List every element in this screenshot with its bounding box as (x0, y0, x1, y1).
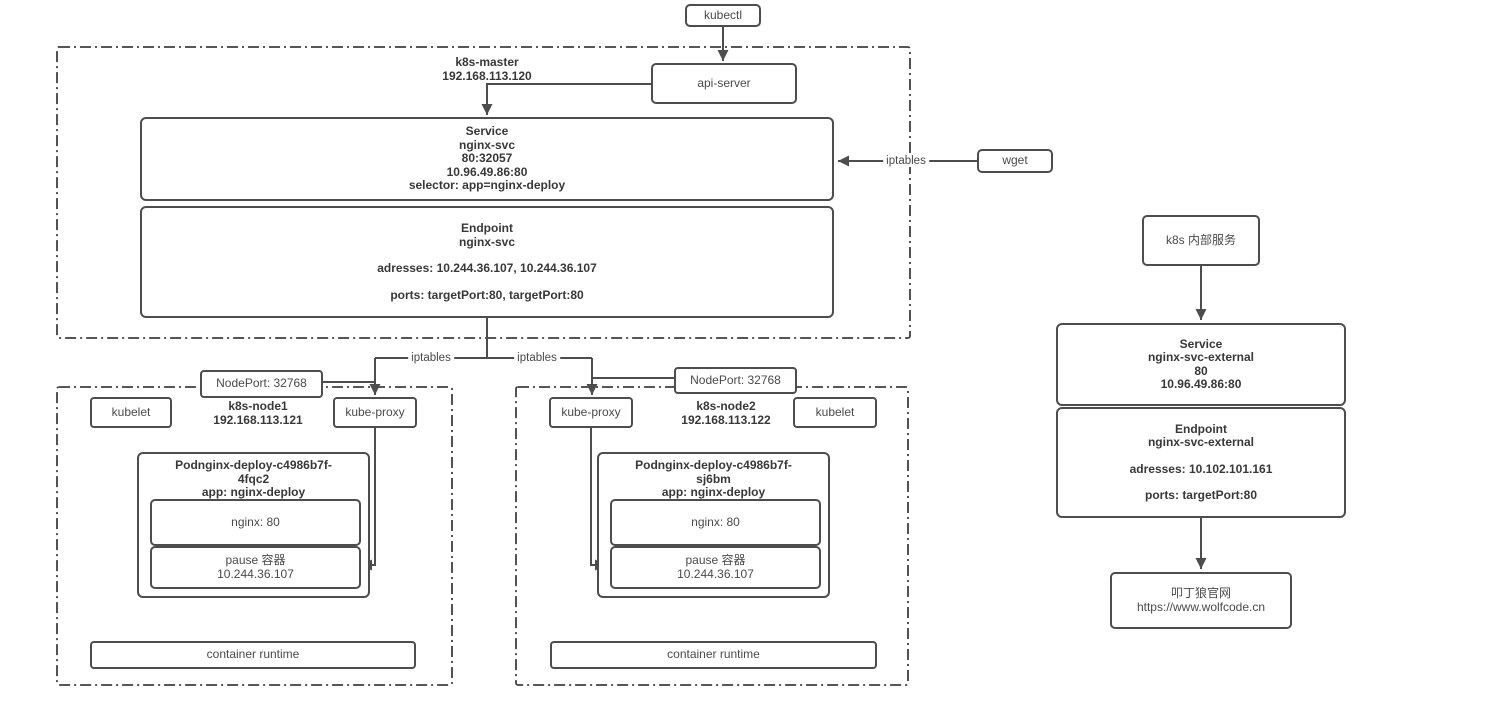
ext-endpoint-ports: ports: targetPort:80 (1144, 488, 1257, 502)
master-container-border (56, 46, 911, 339)
service-title: Service (465, 124, 509, 139)
website-name: 叩丁狼官网 (1170, 586, 1231, 600)
website-box: 叩丁狼官网 https://www.wolfcode.cn (1110, 572, 1292, 629)
internal-service-box: k8s 内部服务 (1142, 215, 1260, 266)
node2-nginx-label: nginx: 80 (691, 514, 740, 529)
master-title: k8s-master 192.168.113.120 (407, 55, 567, 83)
node2-kubelet-box: kubelet (793, 397, 877, 428)
endpoint-addresses: adresses: 10.244.36.107, 10.244.36.107 (377, 261, 597, 275)
node1-name: k8s-node1 (228, 399, 288, 413)
node2-kubelet-label: kubelet (815, 404, 855, 419)
node1-pod-title-line1: Podnginx-deploy-c4986b7f- (175, 458, 332, 472)
ext-endpoint-addresses: adresses: 10.102.101.161 (1129, 461, 1273, 476)
node2-pause-title: pause 容器 (685, 553, 746, 567)
ext-endpoint-name: nginx-svc-external (1147, 435, 1255, 449)
ext-service-name: nginx-svc-external (1147, 350, 1255, 364)
master-service-box: Service nginx-svc 80:32057 10.96.49.86:8… (140, 117, 834, 201)
node1-kube-proxy-box: kube-proxy (333, 397, 417, 428)
endpoint-name: nginx-svc (458, 234, 515, 249)
node2-nginx-container-box: nginx: 80 (610, 499, 821, 546)
iptables-label-right: iptables (514, 352, 560, 364)
node1-pause-title: pause 容器 (225, 553, 286, 567)
node1-pause-container-box: pause 容器 10.244.36.107 (150, 546, 361, 589)
edge-apiserver-service (481, 83, 651, 115)
node2-pause-container-box: pause 容器 10.244.36.107 (610, 546, 821, 589)
node1-nginx-label: nginx: 80 (231, 514, 280, 529)
service-cluster-ip: 10.96.49.86:80 (446, 164, 528, 179)
nodeport2-box: NodePort: 32768 (674, 367, 797, 394)
api-server-box: api-server (651, 63, 797, 104)
node2-title: k8s-node2 192.168.113.122 (646, 399, 806, 427)
node1-ip: 192.168.113.121 (213, 412, 303, 427)
ext-endpoint-title: Endpoint (1175, 421, 1227, 436)
external-endpoint-box: Endpoint nginx-svc-external adresses: 10… (1056, 407, 1346, 518)
node2-kube-proxy-box: kube-proxy (549, 397, 633, 428)
internal-service-label: k8s 内部服务 (1165, 232, 1236, 247)
iptables-label-left: iptables (408, 352, 454, 364)
node1-kube-proxy-label: kube-proxy (345, 404, 405, 419)
endpoint-ports: ports: targetPort:80, targetPort:80 (390, 287, 584, 302)
ext-service-cluster-ip: 10.96.49.86:80 (1160, 377, 1242, 391)
node2-pod-box: Podnginx-deploy-c4986b7f- sj6bm app: ngi… (597, 452, 830, 598)
node2-ip: 192.168.113.122 (681, 412, 771, 427)
node1-title: k8s-node1 192.168.113.121 (178, 399, 338, 427)
node2-name: k8s-node2 (696, 399, 756, 413)
ext-service-port: 80 (1194, 363, 1208, 378)
website-url: https://www.wolfcode.cn (1136, 599, 1266, 614)
nodeport1-label: NodePort: 32768 (216, 376, 307, 391)
master-endpoint-box: Endpoint nginx-svc adresses: 10.244.36.1… (140, 206, 834, 318)
node2-container-runtime-box: container runtime (550, 641, 877, 669)
node1-nginx-container-box: nginx: 80 (150, 499, 361, 546)
node1-kubelet-box: kubelet (90, 397, 172, 428)
ext-service-title: Service (1179, 336, 1223, 351)
node1-pod-app: app: nginx-deploy (201, 485, 306, 499)
endpoint-title: Endpoint (461, 221, 513, 235)
node1-kubelet-label: kubelet (111, 404, 151, 419)
node1-pod-box: Podnginx-deploy-c4986b7f- 4fqc2 app: ngi… (137, 452, 370, 598)
service-selector: selector: app=nginx-deploy (408, 178, 566, 193)
wget-box: wget (977, 149, 1053, 173)
service-ports: 80:32057 (461, 151, 513, 166)
master-ip: 192.168.113.120 (442, 68, 532, 83)
node2-kube-proxy-label: kube-proxy (561, 404, 621, 419)
node1-container-runtime-label: container runtime (206, 647, 300, 662)
node1-pause-ip: 10.244.36.107 (217, 566, 294, 581)
kubectl-label: kubectl (703, 7, 743, 22)
nodeport2-label: NodePort: 32768 (690, 372, 781, 387)
master-name: k8s-master (455, 55, 519, 69)
node2-pod-title-line1: Podnginx-deploy-c4986b7f- (635, 458, 792, 472)
node2-pod-title-line2: sj6bm (696, 471, 731, 486)
nodeport1-box: NodePort: 32768 (200, 370, 323, 398)
api-server-label: api-server (697, 75, 751, 90)
external-service-box: Service nginx-svc-external 80 10.96.49.8… (1056, 323, 1346, 406)
service-name: nginx-svc (458, 137, 515, 152)
node1-container-runtime-box: container runtime (90, 641, 416, 669)
wget-label: wget (1002, 153, 1028, 168)
iptables-label-wget: iptables (883, 155, 929, 167)
kubectl-box: kubectl (685, 4, 761, 27)
node2-pause-ip: 10.244.36.107 (677, 566, 754, 581)
node1-pod-title-line2: 4fqc2 (237, 471, 270, 486)
node2-container-runtime-label: container runtime (667, 647, 760, 662)
node2-pod-app: app: nginx-deploy (661, 485, 766, 499)
